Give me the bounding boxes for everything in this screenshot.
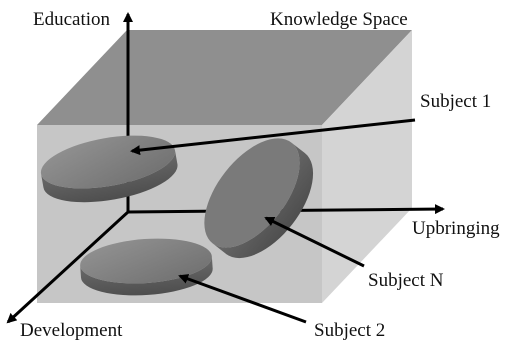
subject-2-label: Subject 2 [314,320,385,341]
development-label: Development [20,320,123,341]
subject-1-pointer [130,118,416,156]
education-label: Education [33,9,111,30]
development-axis [6,210,130,324]
diagram-title: Knowledge Space [270,9,408,30]
subject-2-disk [80,238,213,296]
subject-2-pointer [178,274,307,324]
upbringing-label: Upbringing [412,218,500,239]
subject-n-label: Subject N [368,270,444,291]
box-right-face [322,30,412,303]
box-top-face [37,30,412,125]
pointers [130,118,416,324]
subject-n-pointer [264,216,365,268]
subject-1-label: Subject 1 [420,91,491,112]
